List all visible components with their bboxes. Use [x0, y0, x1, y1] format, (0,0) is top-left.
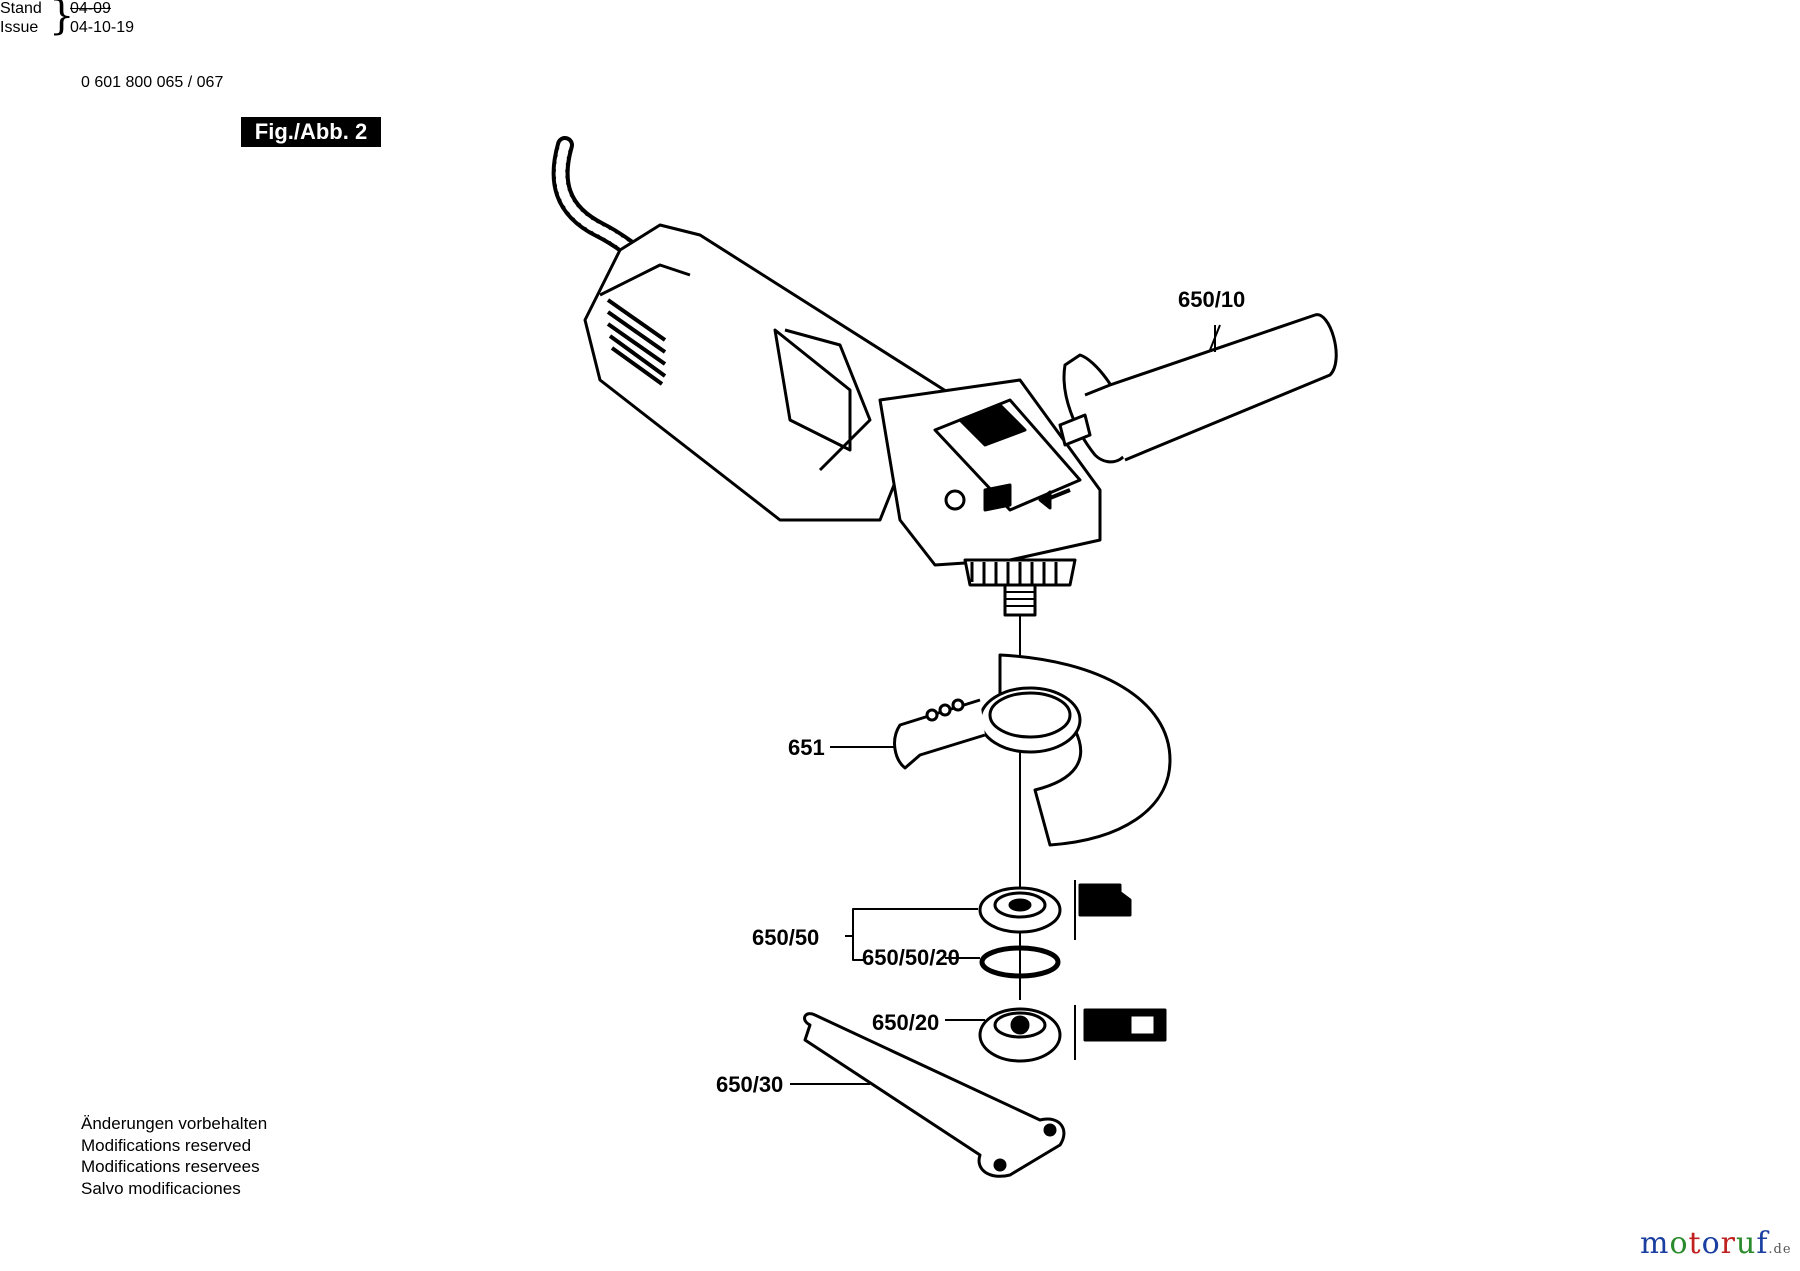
side-handle-part — [1058, 313, 1338, 464]
clamp-nut-part — [978, 1005, 1167, 1063]
figure-label: Fig./Abb. 2 — [241, 117, 381, 147]
part-label-650-30: 650/30 — [716, 1072, 783, 1097]
spanner-wrench-part — [803, 1012, 1066, 1178]
brace-icon: } — [49, 0, 75, 39]
issue-label: Issue — [0, 19, 39, 36]
modifications-notes: Änderungen vorbehalten Modifications res… — [81, 1113, 267, 1199]
watermark-letter: o — [1701, 1226, 1721, 1261]
part-label-651: 651 — [788, 735, 825, 760]
watermark-letter: t — [1688, 1226, 1702, 1261]
watermark-letter: f — [1756, 1226, 1769, 1261]
power-cord — [551, 136, 649, 264]
watermark-text: motoruf — [1640, 1226, 1768, 1261]
watermark-letter: o — [1669, 1226, 1689, 1261]
part-label-650-50: 650/50 — [752, 925, 819, 950]
note-line: Modifications reserved — [81, 1135, 252, 1155]
watermark-letter: r — [1720, 1226, 1736, 1261]
wheel-guard-part — [893, 653, 1172, 847]
note-line: Änderungen vorbehalten — [81, 1114, 268, 1133]
watermark-letter: u — [1735, 1226, 1757, 1261]
part-label-650-50-20: 650/50/20 — [862, 945, 960, 970]
angle-grinder-body — [583, 223, 1102, 617]
stand-issue-block: Stand Issue } 04-09 04-10-19 — [0, 0, 150, 40]
leader-lines — [790, 325, 1216, 1085]
note-line: Modifications reservees — [81, 1157, 260, 1176]
part-label-650-20: 650/20 — [872, 1010, 939, 1035]
old-date: 04-09 — [70, 0, 111, 17]
note-line: Salvo modificaciones — [81, 1178, 241, 1198]
watermark-logo: motoruf.de — [1640, 1226, 1792, 1261]
part-label-650-10: 650/10 — [1178, 287, 1245, 312]
watermark-suffix: .de — [1768, 1242, 1792, 1257]
o-ring-part — [979, 945, 1061, 979]
watermark-letter: m — [1640, 1226, 1670, 1261]
document-number: 0 601 800 065 / 067 — [81, 74, 224, 91]
issue-date: 04-10-19 — [70, 19, 135, 36]
backing-flange-part — [978, 880, 1132, 940]
stand-label: Stand — [0, 0, 42, 17]
